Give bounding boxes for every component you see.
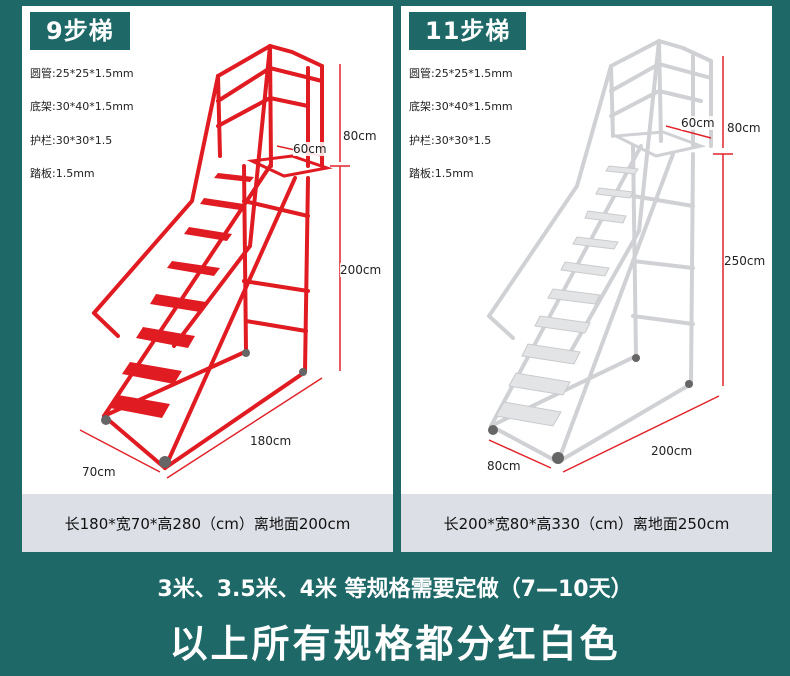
red-ladder-image bbox=[79, 43, 350, 479]
dim-height: 200cm bbox=[340, 263, 382, 277]
size-summary: 长200*宽80*高330（cm）离地面250cm bbox=[443, 515, 730, 533]
product-panel-11-step: 11步梯 圆管:25*25*1.5mm 底架:30*40*1.5mm 护栏:30… bbox=[401, 6, 772, 552]
size-summary: 长180*宽70*高280（cm）离地面200cm bbox=[64, 515, 351, 533]
dim-width: 80cm bbox=[487, 459, 521, 473]
size-footer: 长180*宽70*高280（cm）离地面200cm bbox=[22, 494, 393, 552]
white-ladder-image bbox=[487, 38, 733, 473]
product-title: 11步梯 bbox=[409, 12, 527, 50]
product-title: 9步梯 bbox=[30, 12, 130, 50]
custom-size-note: 3米、3.5米、4米 等规格需要定做（7—10天） bbox=[157, 577, 633, 602]
spec-tread: 踏板:1.5mm bbox=[409, 167, 474, 180]
spec-guard: 护栏:30*30*1.5 bbox=[409, 134, 492, 147]
dim-guard-height: 80cm bbox=[727, 121, 761, 135]
spec-tube: 圆管:25*25*1.5mm bbox=[409, 67, 513, 80]
spec-tube: 圆管:25*25*1.5mm bbox=[30, 67, 134, 80]
spec-guard: 护栏:30*30*1.5 bbox=[30, 134, 113, 147]
spec-base: 底架:30*40*1.5mm bbox=[30, 100, 134, 113]
dim-platform-width: 60cm bbox=[681, 116, 715, 130]
size-footer: 长200*宽80*高330（cm）离地面250cm bbox=[401, 494, 772, 552]
dim-width: 70cm bbox=[82, 465, 116, 479]
product-panel-9-step: 9步梯 圆管:25*25*1.5mm 底架:30*40*1.5mm 护栏:30*… bbox=[22, 6, 393, 552]
dim-platform-width: 60cm bbox=[293, 142, 327, 156]
spec-tread: 踏板:1.5mm bbox=[30, 167, 95, 180]
dim-height: 250cm bbox=[724, 254, 766, 268]
spec-base: 底架:30*40*1.5mm bbox=[409, 100, 513, 113]
dim-guard-height: 80cm bbox=[343, 129, 377, 143]
dim-length: 180cm bbox=[250, 434, 292, 448]
color-options-slogan: 以上所有规格都分红白色 bbox=[169, 622, 621, 666]
dim-length: 200cm bbox=[651, 444, 693, 458]
